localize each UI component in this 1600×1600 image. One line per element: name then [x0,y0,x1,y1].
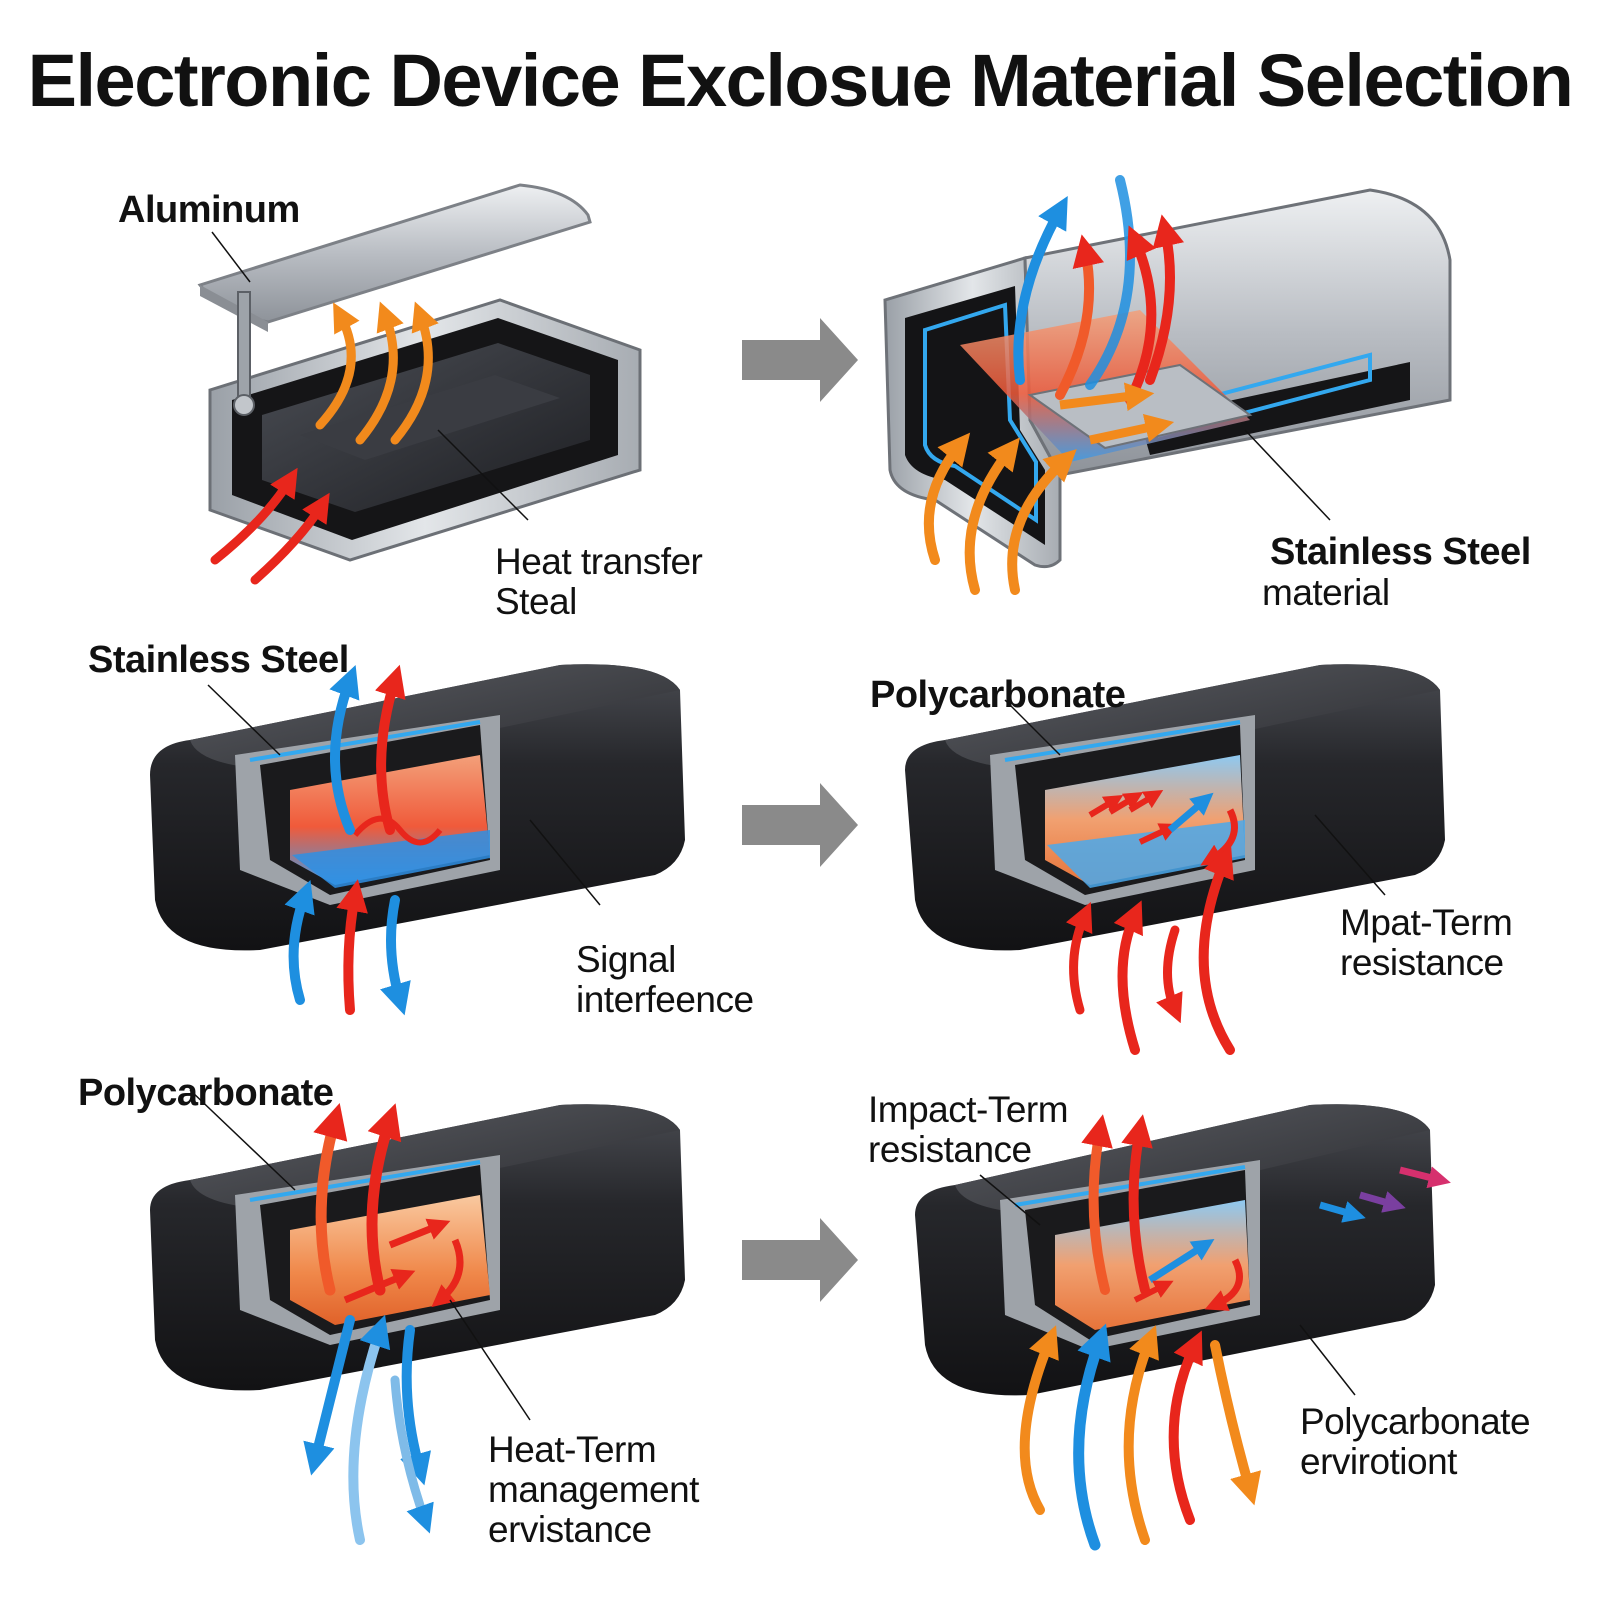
panel-6-note-line-4: ervirotiont [1300,1440,1457,1482]
panel-4-note: Mpat-Term resistance [1340,902,1513,983]
polycarbonate-cutaway-device-icon [905,664,1445,1055]
panel-1-material-label: Aluminum [118,189,300,231]
panel-6-note-bottom: Polycarbonate ervirotiont [1300,1401,1531,1482]
page-title: Electronic Device Exclosue Material Sele… [27,39,1574,122]
panel-2-material-label: Stainless Steel [1270,531,1531,573]
panel-3-note: Signal interfeence [576,940,754,1020]
panel-3-note-line-2: interfeence [576,978,754,1020]
steel-cutaway-device-icon [150,664,685,1016]
panel-6-note-line-2: resistance [868,1128,1032,1170]
panel-4-material-label: Polycarbonate [870,674,1126,716]
panel-2-note-line-1: material [1262,572,1390,613]
panel-5-material-label: Polycarbonate [78,1072,334,1114]
panel-4-note-line-1: Mpat-Term [1340,902,1513,943]
aluminum-open-enclosure-icon [197,183,642,585]
panel-5-note: Heat-Term management ervistance [488,1430,699,1550]
panel-6-note-line-3: Polycarbonate [1300,1401,1531,1442]
panel-5-note-line-2: management [488,1468,699,1510]
panel-1-note: Heat transfer Steal [495,541,703,622]
panel-3-note-line-1: Signal [576,939,676,980]
panel-4-note-line-2: resistance [1340,941,1504,983]
right-arrow-icon [742,783,858,867]
panel-3-material-label: Stainless Steel [88,639,349,681]
panel-5-note-line-3: ervistance [488,1508,652,1550]
polycarbonate-cutaway-device-icon [150,1089,685,1545]
steel-sectioned-enclosure-icon [883,175,1452,595]
panel-6-note-line-1: Impact-Term [868,1089,1069,1130]
panel-2-note: material [1262,573,1390,613]
polycarbonate-cutaway-device-icon [915,1104,1451,1551]
panel-5-note-line-1: Heat-Term [488,1429,657,1470]
panel-6-note-top: Impact-Term resistance [868,1089,1069,1170]
panel-1-note-line-1: Heat transfer [495,541,703,582]
right-arrow-icon [742,1218,858,1302]
right-arrow-icon [742,318,858,402]
panel-1-note-line-2: Steal [495,580,577,622]
